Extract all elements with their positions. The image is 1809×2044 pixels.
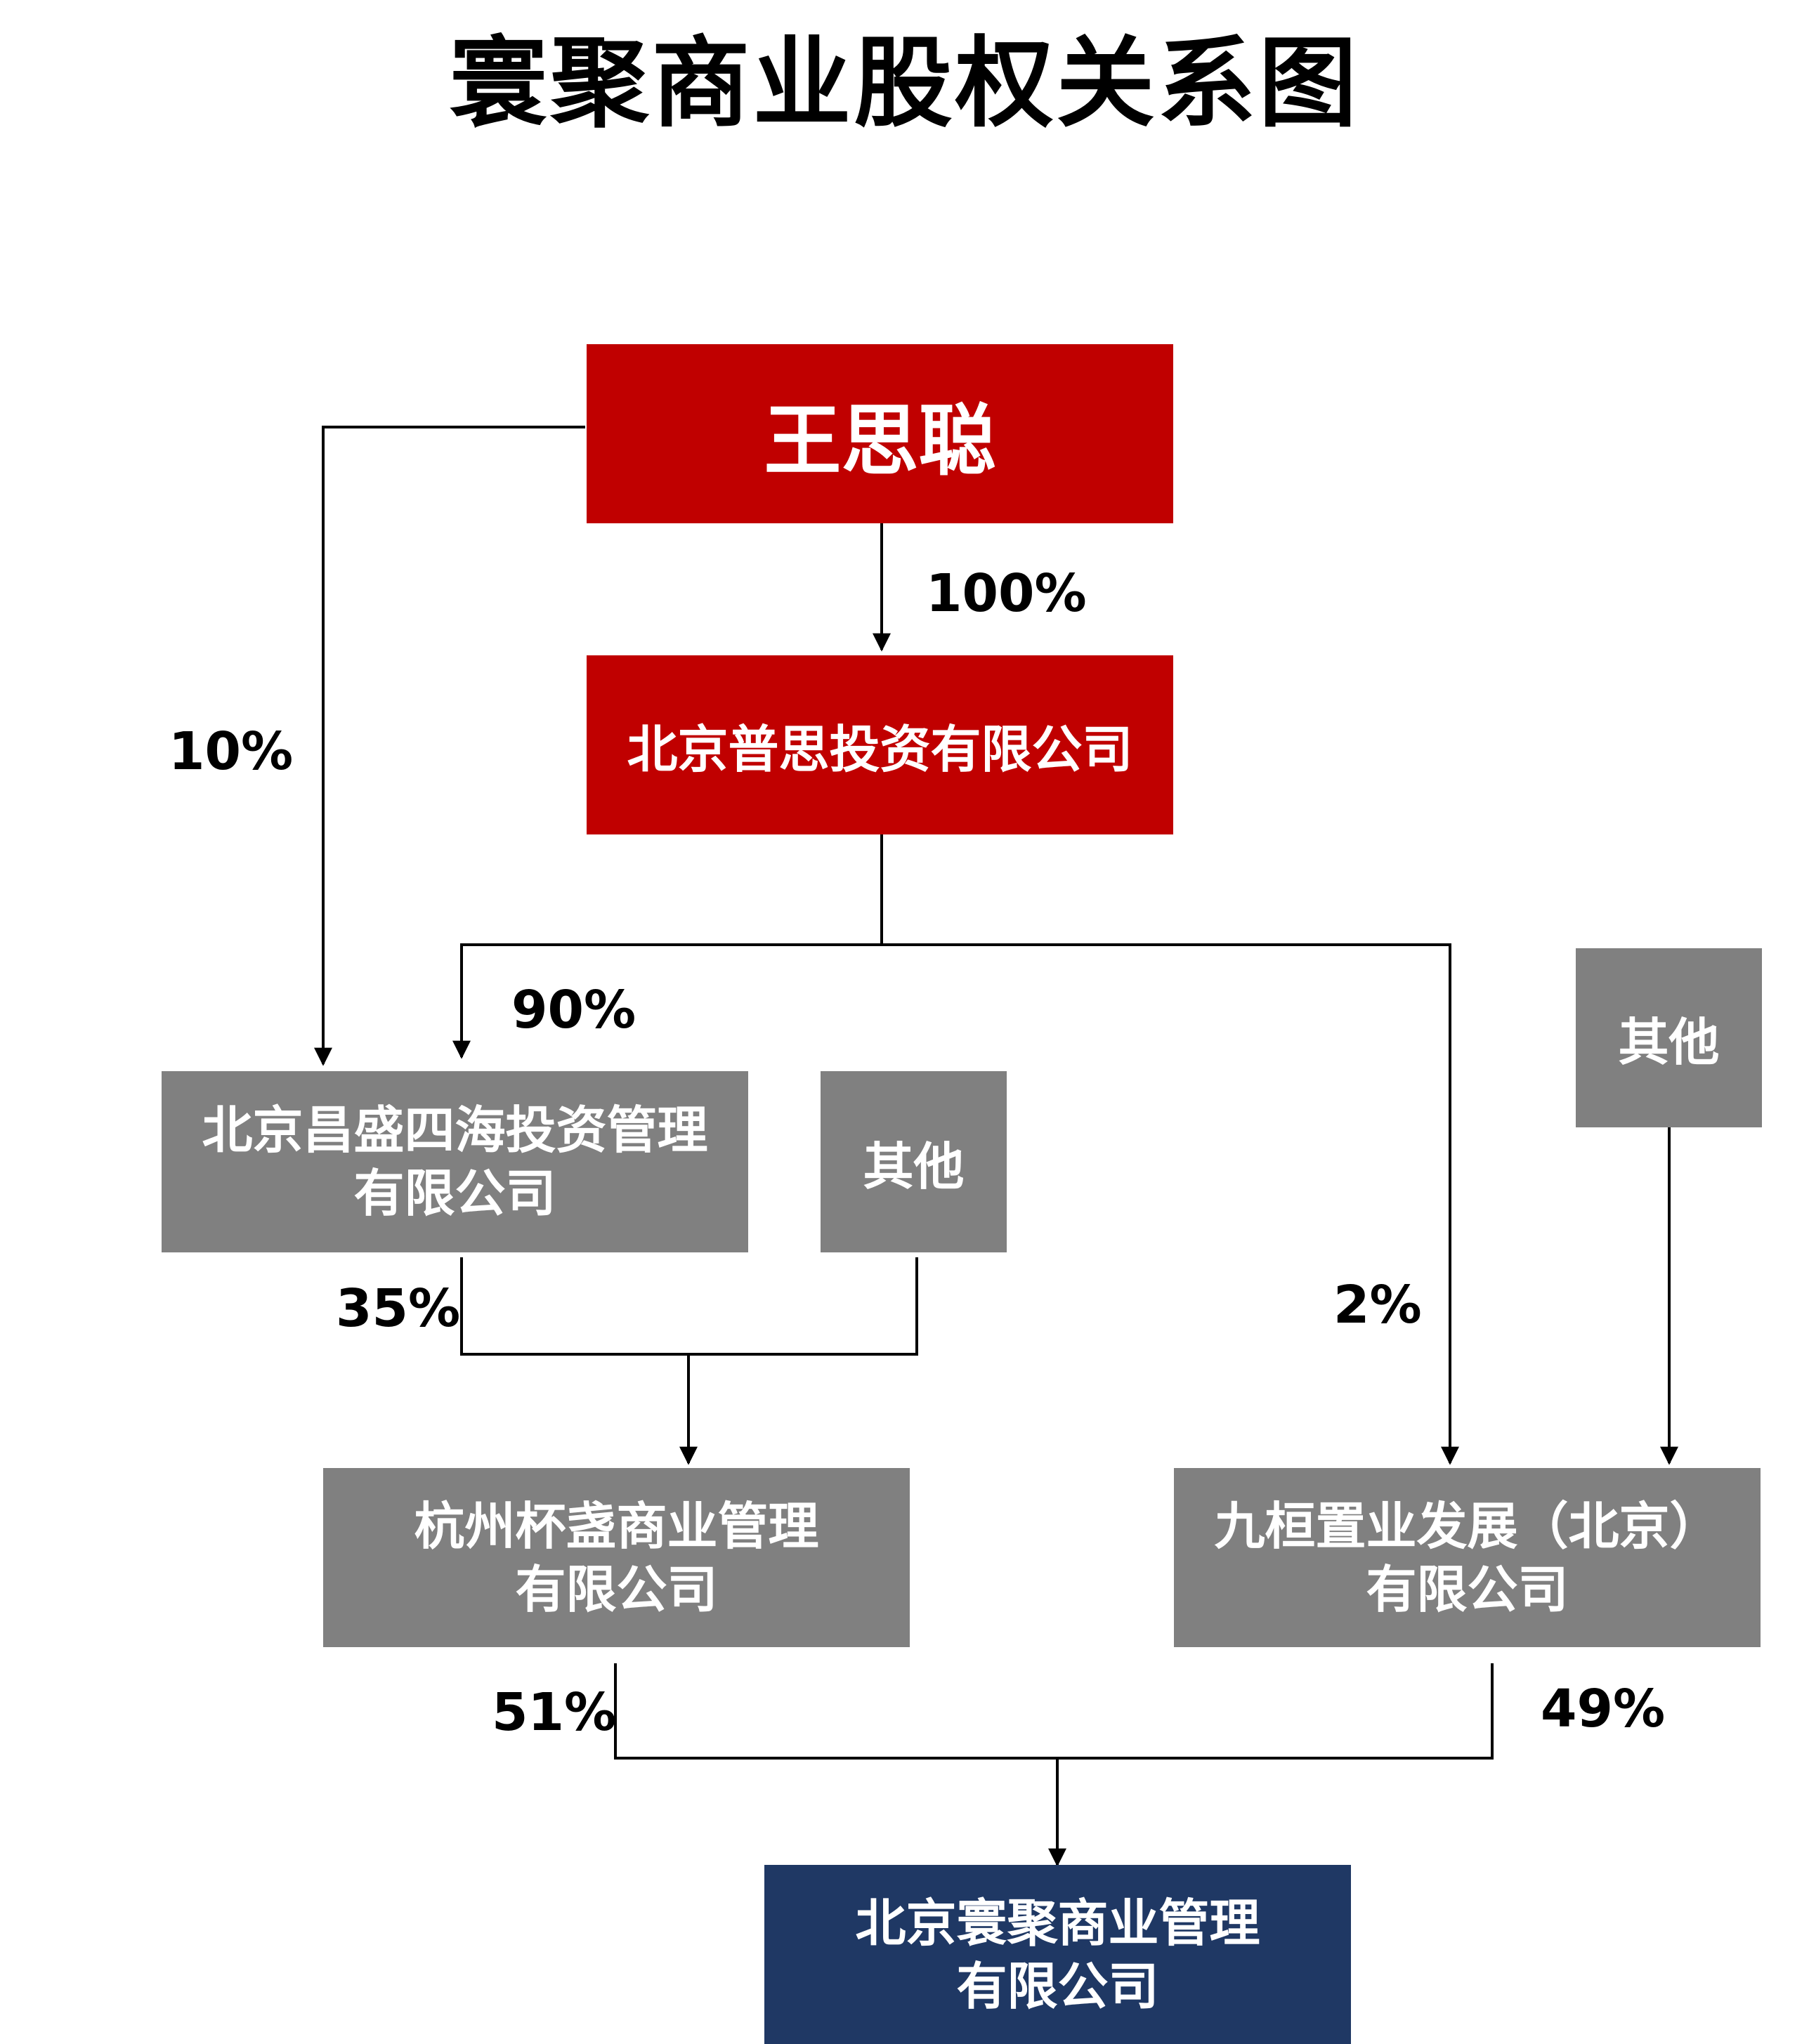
node-hangzhou-beizhan-line2: 有限公司 — [515, 1559, 718, 1619]
edge-pusi-changsheng — [452, 943, 882, 1059]
edge-wang-changsheng — [314, 426, 585, 1066]
edge-beizhan-join — [614, 1663, 1494, 1760]
node-other-left[interactable]: 其他 — [821, 1071, 1007, 1252]
node-beijing-huanju-line1: 北京寰聚商业管理 — [855, 1893, 1260, 1953]
node-jiuhuan-zhiye-line1: 九桓置业发展（北京） — [1214, 1496, 1720, 1556]
edge-changsheng-join — [460, 1257, 918, 1356]
node-changsheng-sihai-line2: 有限公司 — [353, 1164, 556, 1223]
node-other-right[interactable]: 其他 — [1576, 948, 1762, 1127]
pct-wang-changsheng: 10% — [169, 721, 294, 782]
node-jiuhuan-zhiye-line2: 有限公司 — [1366, 1559, 1569, 1619]
node-changsheng-sihai-line1: 北京昌盛四海投资管理 — [202, 1101, 708, 1160]
node-beijing-huanju-line2: 有限公司 — [956, 1956, 1159, 2016]
pct-pusi-changsheng: 90% — [511, 980, 636, 1040]
node-other-left-label: 其他 — [863, 1136, 965, 1196]
pct-wang-pusi: 100% — [926, 563, 1087, 624]
node-hangzhou-beizhan[interactable]: 杭州杯盏商业管理 有限公司 — [323, 1468, 910, 1647]
node-other-right-label: 其他 — [1618, 1013, 1720, 1072]
node-beijing-huanju[interactable]: 北京寰聚商业管理 有限公司 — [764, 1865, 1351, 2044]
edge-pusi-jiuhuan — [882, 943, 1459, 1465]
node-beijing-pusi[interactable]: 北京普思投资有限公司 — [587, 655, 1173, 834]
page-title: 寰聚商业股权关系图 — [449, 27, 1360, 141]
pct-jiuhuan-huanju: 49% — [1541, 1679, 1666, 1739]
pct-beizhan-huanju: 51% — [492, 1682, 617, 1743]
node-beijing-pusi-label: 北京普思投资有限公司 — [627, 720, 1133, 779]
node-wang-sicong-label: 王思聪 — [764, 395, 996, 486]
node-changsheng-sihai[interactable]: 北京昌盛四海投资管理 有限公司 — [162, 1071, 748, 1252]
node-jiuhuan-zhiye[interactable]: 九桓置业发展（北京） 有限公司 — [1174, 1468, 1761, 1647]
node-hangzhou-beizhan-line1: 杭州杯盏商业管理 — [414, 1496, 819, 1556]
node-wang-sicong[interactable]: 王思聪 — [587, 344, 1173, 523]
pct-changsheng-beizhan: 35% — [336, 1278, 461, 1339]
pct-pusi-jiuhuan: 2% — [1333, 1275, 1422, 1335]
